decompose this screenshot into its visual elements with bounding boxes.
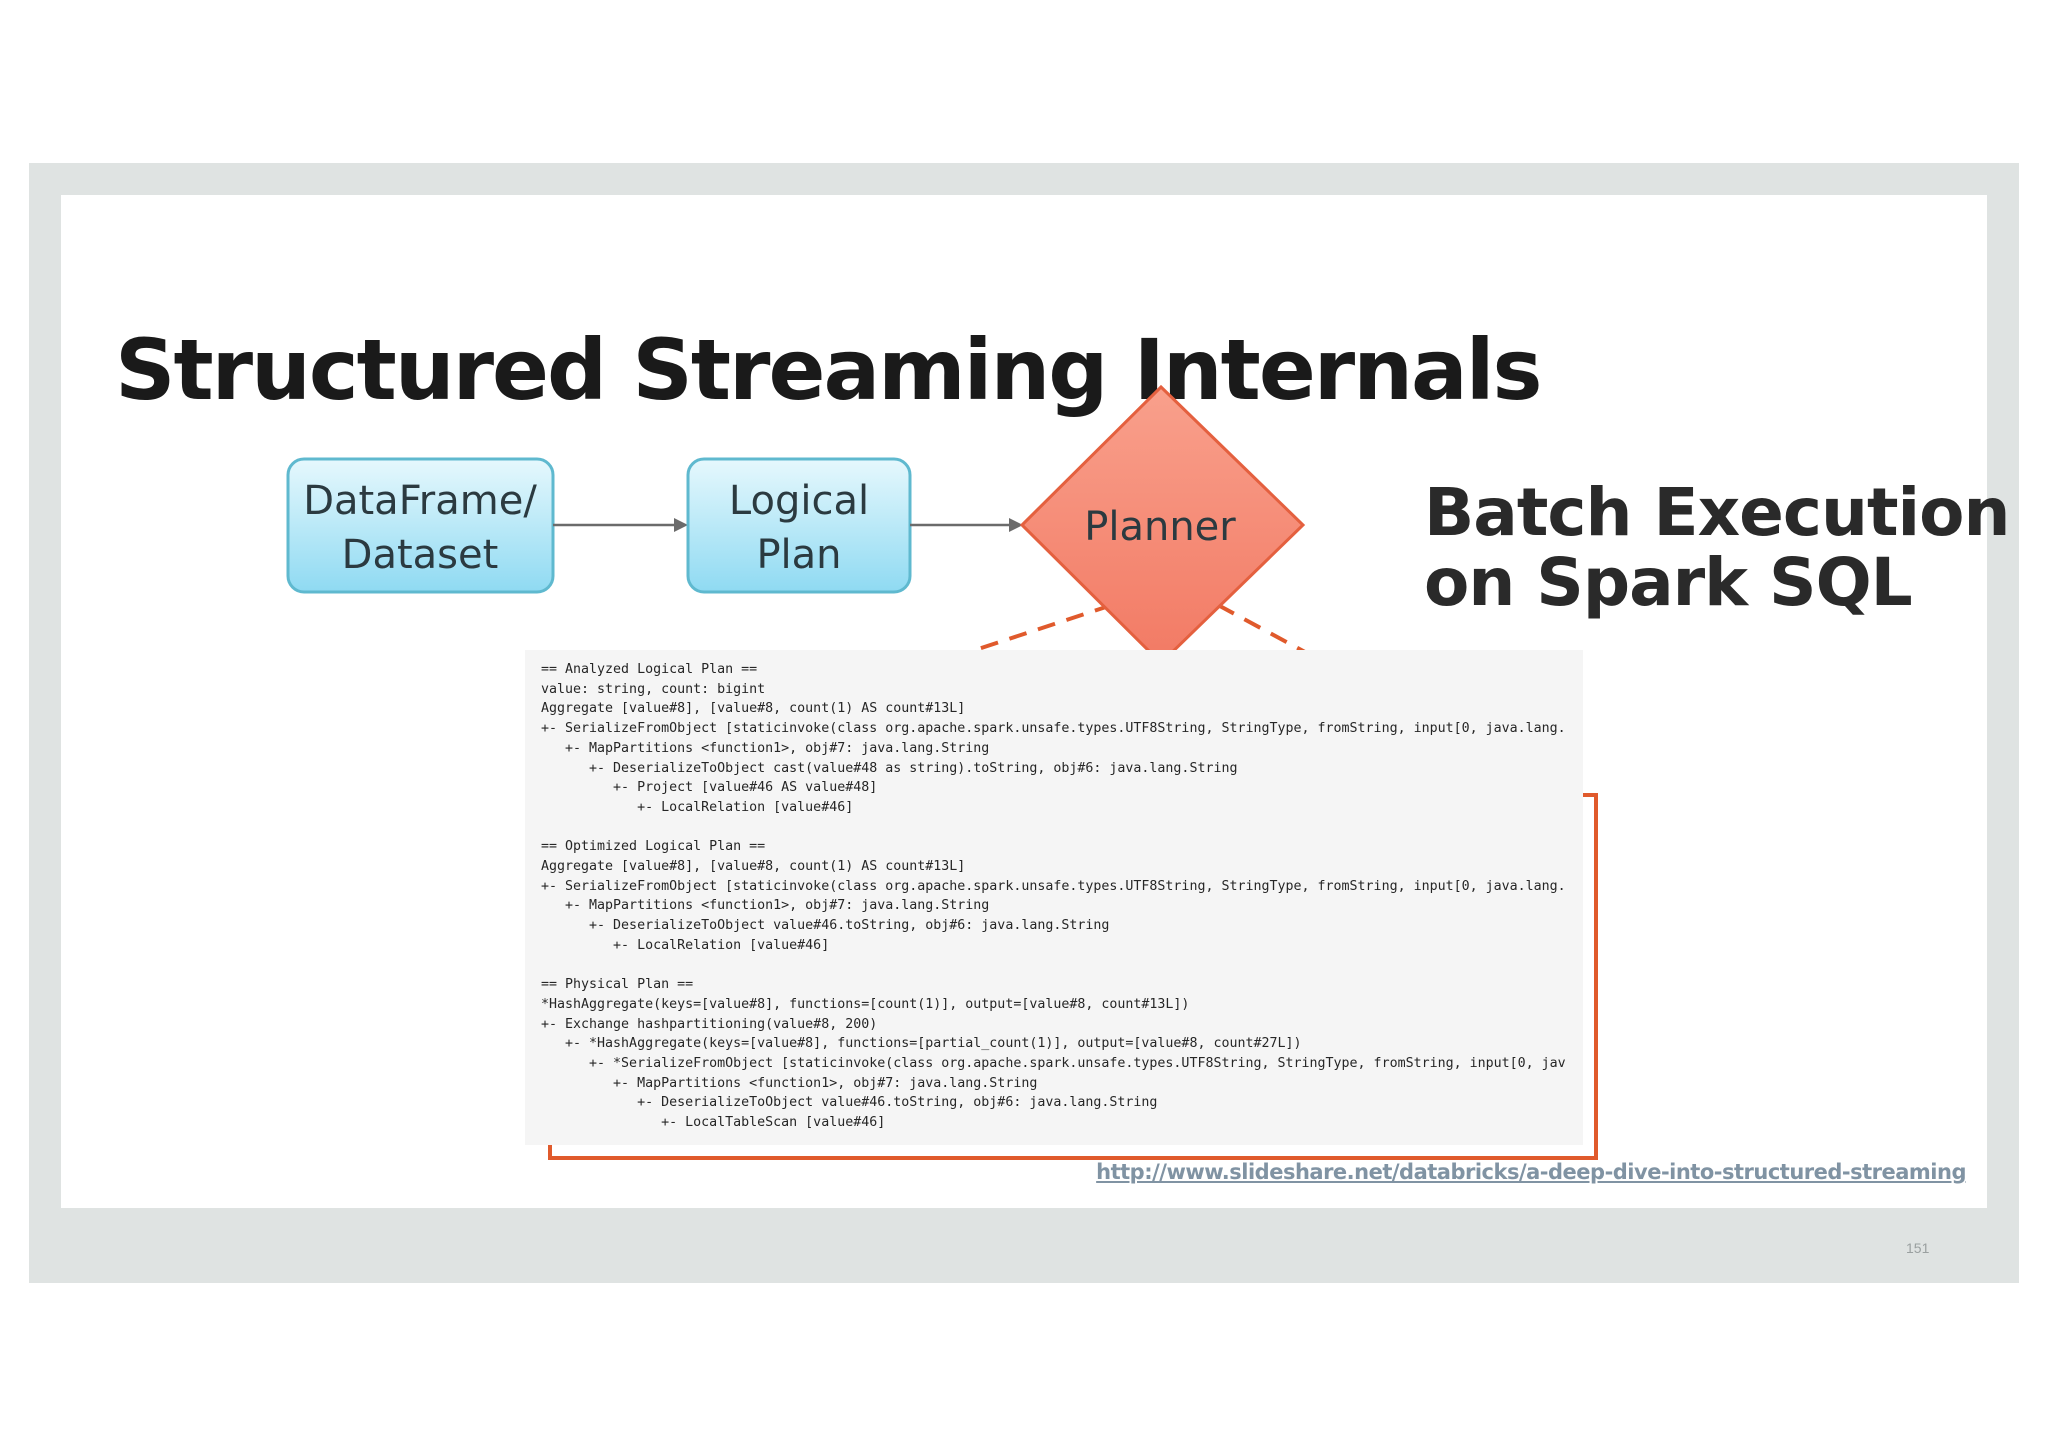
page-number: 151 (1906, 1240, 1930, 1256)
code-line: +- MapPartitions <function1>, obj#7: jav… (541, 1075, 1038, 1091)
batch-execution-subtitle: Batch Execution on Spark SQL (1424, 474, 2011, 621)
code-line: Aggregate [value#8], [value#8, count(1) … (541, 859, 966, 875)
node-planner: Planner (1019, 384, 1306, 666)
node-logical-line2: Plan (756, 532, 841, 578)
dashed-connector-right (1217, 603, 1306, 654)
arrow-dataframe-to-logical (553, 518, 688, 532)
source-link[interactable]: http://www.slideshare.net/databricks/a-d… (1096, 1160, 1966, 1184)
code-line: +- Project [value#46 AS value#48] (541, 780, 878, 796)
query-plan-text: == Analyzed Logical Plan == value: string… (525, 650, 1583, 1133)
node-logical-line1: Logical (729, 478, 869, 524)
dashed-connector-left (959, 603, 1113, 657)
node-logical-plan: Logical Plan (686, 457, 912, 594)
code-line: value: string, count: bigint (541, 681, 766, 697)
code-line: +- DeserializeToObject value#46.toString… (541, 918, 1110, 934)
code-line: +- DeserializeToObject value#46.toString… (541, 1095, 1158, 1111)
code-line: == Analyzed Logical Plan == (541, 662, 758, 677)
subtitle-line1: Batch Execution (1424, 474, 2011, 551)
code-line: +- LocalTableScan [value#46] (541, 1115, 886, 1131)
code-line: +- Exchange hashpartitioning(value#8, 20… (541, 1016, 878, 1032)
code-line: == Physical Plan == (541, 977, 694, 993)
code-line: +- SerializeFromObject [staticinvoke(cla… (541, 878, 1566, 894)
query-plan-code-panel: == Analyzed Logical Plan == value: string… (525, 650, 1583, 1145)
code-line (541, 818, 1583, 838)
slide-title: Structured Streaming Internals (115, 321, 1543, 420)
code-line: *HashAggregate(keys=[value#8], functions… (541, 996, 1190, 1012)
code-line: +- SerializeFromObject [staticinvoke(cla… (541, 721, 1566, 737)
node-dataframe-line2: Dataset (342, 532, 499, 578)
code-line: +- *HashAggregate(keys=[value#8], functi… (541, 1036, 1302, 1052)
code-line: == Optimized Logical Plan == (541, 839, 766, 855)
node-dataframe-dataset: DataFrame/ Dataset (286, 457, 555, 594)
arrow-logical-to-planner (910, 518, 1023, 532)
code-line: +- MapPartitions <function1>, obj#7: jav… (541, 898, 990, 914)
subtitle-line2: on Spark SQL (1424, 544, 1913, 621)
code-line: +- LocalRelation [value#46] (541, 799, 854, 815)
node-planner-label: Planner (1084, 504, 1236, 550)
node-dataframe-line1: DataFrame/ (303, 478, 537, 524)
code-line: +- LocalRelation [value#46] (541, 937, 830, 953)
code-line (541, 956, 1583, 976)
code-line: +- DeserializeToObject cast(value#48 as … (541, 760, 1238, 776)
code-line: +- MapPartitions <function1>, obj#7: jav… (541, 740, 990, 756)
code-line: +- *SerializeFromObject [staticinvoke(cl… (541, 1056, 1566, 1072)
code-line: Aggregate [value#8], [value#8, count(1) … (541, 701, 966, 717)
code-panel-border (548, 793, 1598, 1160)
